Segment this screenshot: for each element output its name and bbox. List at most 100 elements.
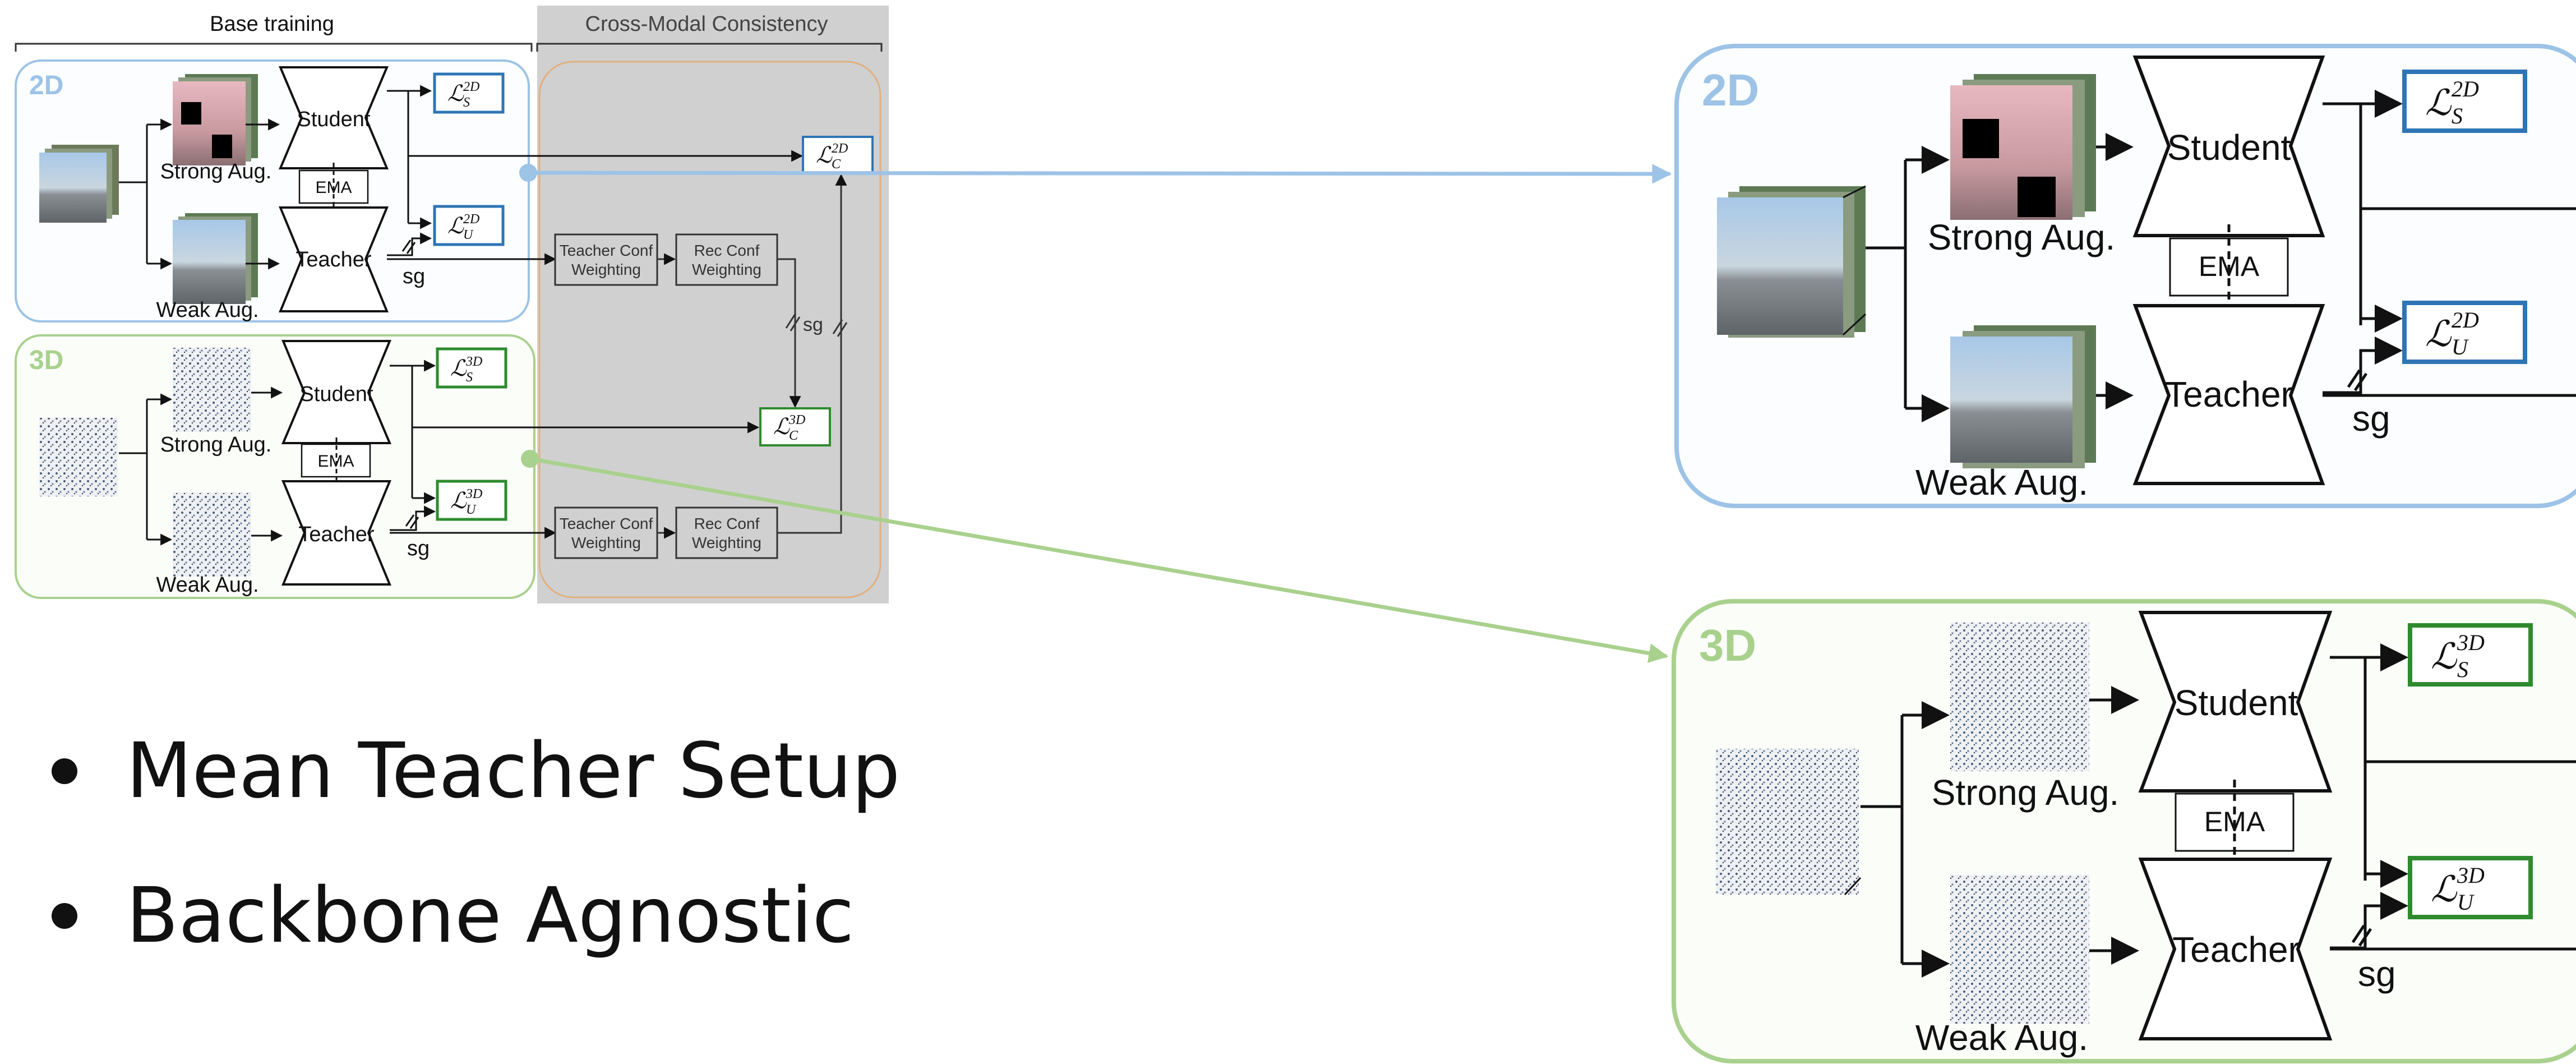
svg-text:2D: 2D	[2452, 76, 2479, 102]
small-2d-input-image	[39, 145, 119, 223]
small-2d-tag: 2D	[29, 71, 63, 100]
small-3d-block: 3D Strong Aug. Weak Aug. Student EMA Tea…	[15, 334, 760, 599]
zoom-3d-sg-label: sg	[2358, 954, 2396, 994]
header: Base training Cross-Modal Consistency	[15, 6, 889, 604]
small-2d-loss-s: ℒ 2D S	[433, 72, 505, 114]
base-training-label: Base training	[210, 12, 334, 36]
svg-text:S: S	[466, 370, 473, 385]
small-3d-strong-aug-label: Strong Aug.	[160, 433, 272, 457]
zoom-2d-tag: 2D	[1702, 65, 1759, 115]
green-zoom-arrow	[529, 457, 1669, 663]
cross-sg-label: sg	[803, 314, 823, 335]
svg-text:ℒ: ℒ	[2425, 83, 2452, 123]
svg-text:2D: 2D	[2452, 307, 2479, 333]
svg-text:C: C	[789, 429, 798, 443]
svg-text:ℒ: ℒ	[816, 142, 833, 168]
small-2d-input-arrows	[119, 125, 148, 264]
zoom-3d-weak-aug-label: Weak Aug.	[1915, 1017, 2088, 1058]
bullet-text: Mean Teacher Setup	[126, 727, 901, 816]
small-3d-input-pointcloud	[39, 418, 118, 496]
small-2d-student	[278, 66, 389, 169]
small-3d-student	[281, 340, 392, 444]
small-3d-sg-label: sg	[407, 537, 430, 560]
svg-text:U: U	[2457, 890, 2475, 915]
zoom-3d-block: 3D Strong Aug. Weak Aug. Student EMA Tea…	[1672, 599, 2576, 1063]
svg-text:Rec Conf: Rec Conf	[694, 242, 760, 259]
svg-text:ℒ: ℒ	[2431, 869, 2458, 909]
svg-text:ℒ: ℒ	[450, 488, 467, 513]
svg-text:Teacher: Teacher	[296, 248, 372, 271]
zoom-2d-sg-label: sg	[2352, 398, 2390, 439]
bullet-item: Mean Teacher Setup	[45, 729, 900, 874]
small-3d-weak-aug-pointcloud	[173, 492, 251, 577]
svg-text:Teacher Conf: Teacher Conf	[560, 515, 653, 532]
zoom-3d-input-pointcloud	[1716, 749, 1862, 896]
small-2d-loss-u: ℒ 2D U	[433, 205, 505, 246]
zoom-3d-strong-aug-label: Strong Aug.	[1932, 772, 2119, 813]
small-2d-frame	[15, 59, 530, 323]
zoom-2d-block: 2D Strong Aug. Weak Aug. Student	[1674, 44, 2576, 508]
small-3d-tag: 3D	[29, 346, 63, 375]
svg-text:3D: 3D	[2457, 630, 2485, 655]
svg-text:Weighting: Weighting	[692, 261, 761, 278]
zoom-2d-loss-s: ℒ 2D S	[2402, 70, 2527, 133]
cross-modal-label: Cross-Modal Consistency	[585, 12, 828, 36]
small-2d-loss-c: ℒ 2D C	[802, 136, 874, 175]
zoom-2d-input-image	[1717, 185, 1867, 338]
small-2d-strong-aug-label: Strong Aug.	[160, 160, 272, 183]
zoom-2d-weak-aug-image	[1950, 325, 2096, 468]
zoom-2d-strong-aug-image	[1950, 74, 2096, 220]
small-2d-sg-label: sg	[403, 265, 425, 288]
svg-text:S: S	[463, 95, 470, 110]
zoom-2d-student	[2132, 56, 2325, 237]
small-3d-strong-aug-pointcloud	[173, 348, 251, 432]
svg-text:Teacher Conf: Teacher Conf	[560, 242, 653, 259]
small-2d-strong-aug-image	[173, 74, 258, 165]
svg-text:Weighting: Weighting	[692, 534, 761, 551]
svg-text:ℒ: ℒ	[450, 356, 467, 381]
svg-text:Student: Student	[297, 108, 371, 131]
zoom-2d-weak-aug-label: Weak Aug.	[1915, 462, 2088, 503]
teacher-conf-weighting-2d	[554, 233, 658, 286]
svg-text:ℒ: ℒ	[2431, 637, 2458, 676]
zoom-3d-weak-aug-pointcloud	[1950, 875, 2089, 1024]
svg-text:Teacher: Teacher	[2165, 374, 2293, 414]
blue-zoom-arrow	[528, 164, 1672, 184]
zoom-3d-strong-aug-pointcloud	[1950, 623, 2089, 771]
svg-text:2D: 2D	[463, 212, 479, 227]
svg-text:C: C	[832, 157, 841, 172]
small-3d-loss-u: ℒ 3D U	[436, 480, 507, 521]
svg-text:Student: Student	[2175, 683, 2298, 723]
small-2d-weak-aug-label: Weak Aug.	[156, 298, 258, 322]
svg-text:U: U	[466, 503, 477, 517]
zoom-3d-loss-s: ℒ 3D S	[2408, 623, 2533, 687]
svg-text:Teacher: Teacher	[298, 523, 375, 546]
svg-text:Weighting: Weighting	[571, 534, 641, 551]
zoom-2d-strong-aug-label: Strong Aug.	[1928, 217, 2115, 257]
cross-modal-inner-box	[538, 61, 881, 598]
bullet-dot	[52, 903, 77, 929]
zoom-3d-teacher	[2138, 858, 2333, 1040]
zoom-2d-teacher	[2132, 304, 2325, 485]
small-3d-loss-c: ℒ 3D C	[759, 407, 831, 446]
svg-text:Weighting: Weighting	[571, 261, 641, 278]
svg-text:2D: 2D	[463, 80, 479, 94]
svg-text:U: U	[2452, 334, 2469, 360]
svg-text:3D: 3D	[465, 487, 482, 501]
svg-text:S: S	[2457, 657, 2468, 682]
bullet-item: Backbone Agnostic	[45, 874, 900, 1019]
rec-conf-weighting-3d	[675, 506, 778, 559]
svg-text:U: U	[463, 228, 474, 242]
svg-text:Rec Conf: Rec Conf	[694, 515, 760, 532]
bullet-dot	[52, 758, 77, 784]
svg-text:ℒ: ℒ	[447, 213, 464, 238]
zoom-3d-frame	[1672, 599, 2576, 1063]
small-3d-loss-s: ℒ 3D S	[436, 347, 507, 389]
svg-text:Student: Student	[2167, 127, 2291, 168]
zoom-2d-frame	[1674, 44, 2576, 508]
svg-text:ℒ: ℒ	[773, 414, 790, 439]
svg-text:S: S	[2452, 103, 2463, 128]
small-3d-teacher	[281, 480, 391, 586]
svg-text:ℒ: ℒ	[447, 81, 464, 106]
